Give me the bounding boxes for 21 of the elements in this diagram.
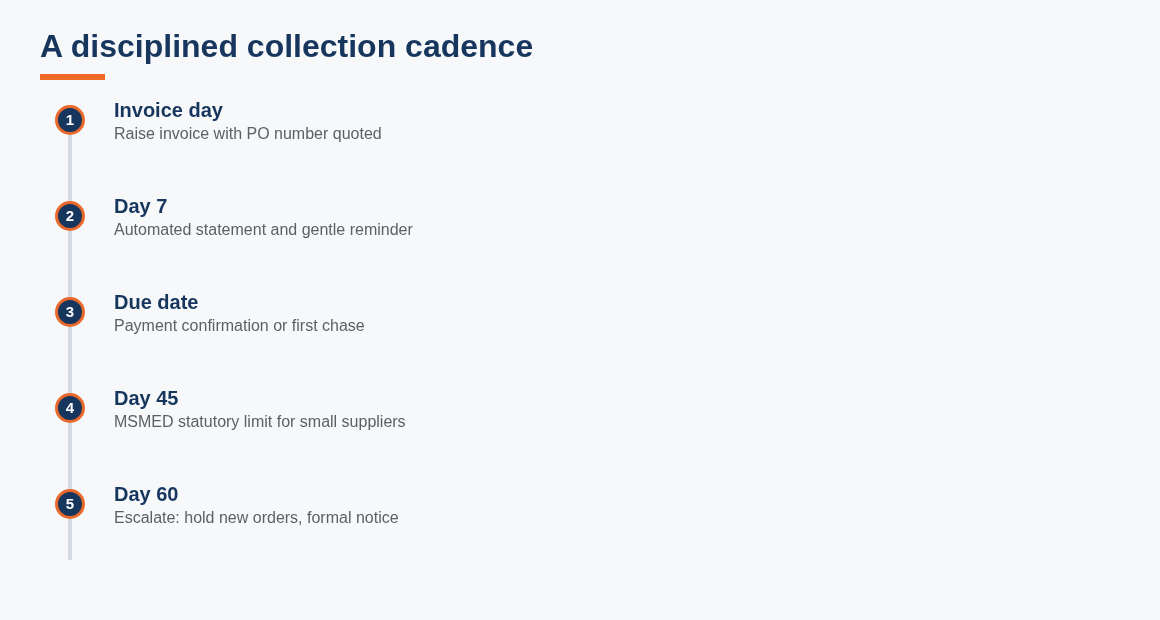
step-number-badge: 1 (55, 105, 85, 135)
step-description: MSMED statutory limit for small suppliers (114, 412, 406, 432)
timeline-connector (68, 519, 72, 560)
timeline-connector (68, 423, 72, 489)
step-description: Escalate: hold new orders, formal notice (114, 508, 399, 528)
step-description: Raise invoice with PO number quoted (114, 124, 382, 144)
step-number-badge: 2 (55, 201, 85, 231)
step-description: Payment confirmation or first chase (114, 316, 365, 336)
step-heading: Day 45 (114, 386, 179, 410)
step-number-badge: 4 (55, 393, 85, 423)
diagram-title: A disciplined collection cadence (40, 27, 534, 65)
step-heading: Day 60 (114, 482, 179, 506)
step-number-badge: 5 (55, 489, 85, 519)
step-heading: Due date (114, 290, 199, 314)
step-heading: Day 7 (114, 194, 168, 218)
step-number-badge: 3 (55, 297, 85, 327)
timeline-connector (68, 327, 72, 393)
timeline-connector (68, 231, 72, 297)
step-description: Automated statement and gentle reminder (114, 220, 413, 240)
step-heading: Invoice day (114, 98, 223, 122)
timeline-connector (68, 135, 72, 201)
